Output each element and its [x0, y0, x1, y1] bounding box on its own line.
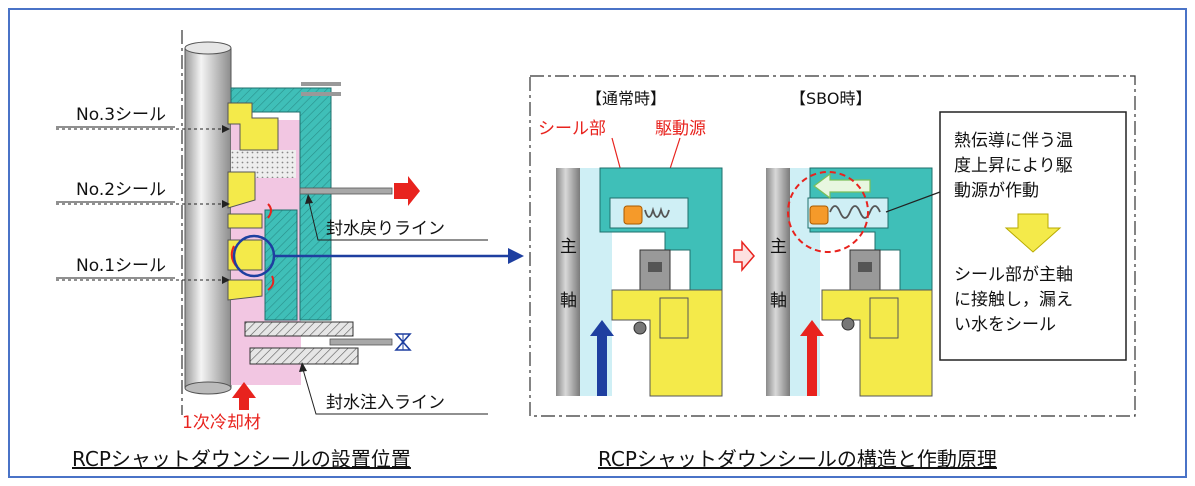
flow-arrow-small	[267, 203, 272, 219]
sbo-shaft-char2: 軸	[770, 291, 787, 311]
seal-1-lower	[227, 279, 263, 301]
normal-shaft-char1: 主	[560, 237, 577, 257]
injection-line-leader-head	[299, 362, 307, 372]
callout-line-3: 動源が作動	[954, 181, 1039, 201]
normal-seal-part	[623, 205, 643, 225]
main-shaft	[184, 47, 232, 389]
callout-line-2: 度上昇により駆	[954, 156, 1073, 176]
shaft-bottom	[184, 381, 232, 395]
normal-panel: 【通常時】 シール部 駆動源 主 軸	[538, 89, 723, 397]
sbo-flow-arrow	[800, 320, 824, 396]
injection-line-pipe	[329, 338, 393, 346]
normal-cavity	[609, 197, 689, 229]
return-line-leader	[307, 197, 488, 241]
figure-frame	[8, 8, 1187, 478]
seal-3-ring	[227, 102, 279, 151]
sbo-panel: 【SBO時】 主 軸	[766, 89, 933, 397]
normal-bellows	[644, 206, 670, 218]
result-line-2: に接触し，漏え	[954, 290, 1073, 310]
housing-inner	[264, 209, 298, 321]
normal-bolt-head	[648, 262, 662, 272]
sbo-shaft	[766, 168, 790, 396]
coolant-label: 1次冷却材	[182, 413, 261, 433]
seal-2-ring	[227, 171, 256, 209]
injection-block	[249, 347, 359, 365]
injection-block	[244, 321, 354, 337]
flow-arrow-small	[267, 275, 275, 291]
return-line-label: 封水戻りライン	[326, 219, 445, 239]
valve-icon	[394, 333, 412, 351]
sbo-bellows	[829, 205, 881, 219]
injection-line-label: 封水注入ライン	[326, 393, 445, 413]
callout-line-1: 熱伝導に伴う温	[954, 131, 1073, 151]
normal-title: 【通常時】	[586, 89, 666, 108]
seal2-leader-head	[222, 200, 230, 208]
pipe-top	[301, 82, 341, 86]
return-line-pipe	[299, 187, 393, 195]
callout-box: 熱伝導に伴う温 度上昇により駆 動源が作動 シール部が主軸 に接触し，漏え い水…	[885, 111, 1127, 361]
shaft-top	[184, 41, 232, 55]
left-caption: RCPシャットダウンシールの設置位置	[72, 447, 411, 471]
coolant-arrow	[232, 382, 256, 410]
normal-shaft	[556, 168, 580, 396]
result-line-3: い水をシール	[954, 315, 1056, 335]
sbo-shaft-char1: 主	[770, 237, 787, 257]
seal1-label: No.1シール	[76, 256, 166, 276]
return-line-leader-head	[305, 194, 313, 204]
normal-flow-arrow	[590, 320, 614, 396]
seal3-label: No.3シール	[76, 105, 166, 125]
connector-arrow	[275, 248, 524, 264]
pipe-top	[301, 92, 341, 96]
normal-oring	[633, 321, 647, 335]
sbo-yellow-block	[821, 289, 933, 397]
callout-down-arrow	[1004, 213, 1062, 253]
sbo-bolt-head	[858, 262, 872, 272]
right-caption: RCPシャットダウンシールの構造と作動原理	[598, 447, 997, 471]
injection-line-leader	[301, 365, 488, 415]
right-dashed-box	[529, 75, 1136, 417]
normal-yellow-block	[611, 289, 723, 397]
transition-arrow	[733, 239, 755, 273]
return-flow-arrow	[394, 176, 420, 206]
result-line-1: シール部が主軸	[954, 265, 1073, 285]
right-diagram: 【通常時】 シール部 駆動源 主 軸	[529, 75, 1136, 471]
drive-source-label: 駆動源	[655, 119, 706, 139]
left-diagram: No.3シール No.2シール No.1シール 封水戻りライン 封水注入ライン …	[56, 30, 488, 471]
sbo-oring	[841, 317, 855, 331]
normal-yellow-inner	[659, 297, 689, 339]
seal2-label: No.2シール	[76, 180, 166, 200]
normal-shaft-char2: 軸	[560, 291, 577, 311]
seal1-leader-head	[222, 276, 230, 284]
sbo-title: 【SBO時】	[790, 89, 871, 108]
seal3-leader-head	[222, 125, 230, 133]
seal-2-lower	[227, 213, 263, 229]
seal-1-highlight-circle	[232, 234, 276, 278]
callout-leader	[885, 191, 941, 213]
sbo-seal-part	[809, 205, 829, 225]
sbo-highlight-circle	[787, 171, 869, 253]
seal-part-label: シール部	[538, 119, 606, 139]
sbo-yellow-inner	[869, 297, 899, 339]
